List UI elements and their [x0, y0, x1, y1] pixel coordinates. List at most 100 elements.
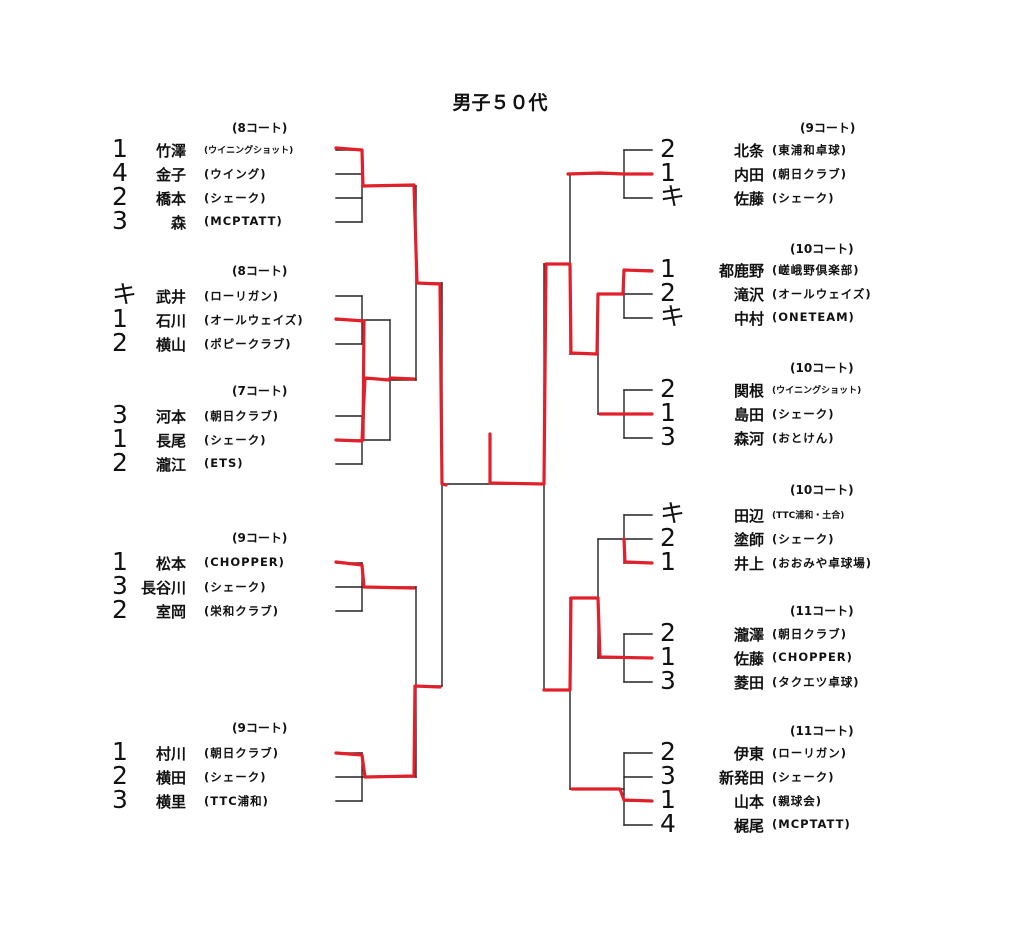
player-club: (CHOPPER) — [772, 650, 853, 664]
player-name: 横田 — [155, 769, 186, 787]
rank-mark: 3 — [112, 400, 128, 429]
player-club: (TTC浦和・土合) — [772, 511, 845, 521]
player-club: (朝日クラブ) — [204, 746, 280, 760]
player-club: (朝日クラブ) — [204, 409, 280, 423]
player-club: (ETS) — [204, 456, 244, 470]
player-name: 滝沢 — [733, 286, 764, 304]
rank-mark: 3 — [112, 571, 128, 600]
player-name: 中村 — [733, 310, 764, 328]
player-name: 瀧江 — [155, 456, 186, 474]
player-club: (おおみや卓球場) — [772, 556, 873, 570]
player-name: 伊東 — [733, 745, 764, 763]
player-club: (TTC浦和) — [204, 794, 269, 808]
court-label: (9コート) — [232, 531, 288, 545]
court-label: (10コート) — [790, 483, 854, 497]
rank-mark: 2 — [112, 328, 128, 357]
player-name: 関根 — [733, 382, 764, 400]
rank-mark: 1 — [660, 254, 676, 283]
rank-mark: 3 — [660, 666, 676, 695]
player-name: 竹澤 — [155, 142, 186, 160]
rank-mark: 4 — [660, 809, 676, 838]
rank-mark: 1 — [112, 737, 128, 766]
player-club: (ONETEAM) — [772, 310, 855, 324]
winner-path-l0 — [334, 146, 448, 487]
player-name: 横山 — [155, 336, 186, 354]
rank-mark: 2 — [660, 737, 676, 766]
court-label: (8コート) — [232, 121, 288, 135]
player-club: (ポピークラブ) — [204, 337, 292, 351]
player-club: (親球会) — [772, 794, 823, 808]
player-name: 佐藤 — [733, 190, 764, 208]
player-club: (ウイニングショット) — [772, 386, 862, 396]
winner-path-r9 — [542, 596, 654, 692]
player-name: 村川 — [155, 745, 186, 763]
rank-mark: 2 — [660, 134, 676, 163]
player-club: (シェーク) — [772, 770, 835, 784]
player-name: 井上 — [733, 555, 764, 573]
winner-path-l4 — [334, 684, 442, 779]
rank-mark: 2 — [112, 595, 128, 624]
court-label: (7コート) — [232, 384, 288, 398]
rank-mark: 1 — [660, 547, 676, 576]
bracket-title: 男子５０代 — [452, 92, 548, 114]
player-club: (朝日クラブ) — [772, 627, 848, 641]
winner-path-l2 — [334, 376, 416, 443]
rank-mark: 1 — [112, 304, 128, 333]
player-name: 新発田 — [718, 769, 764, 787]
rank-mark: 2 — [660, 278, 676, 307]
player-club: (ウイニングショット) — [204, 146, 294, 156]
player-name: 瀧澤 — [733, 626, 764, 644]
rank-mark: 1 — [660, 398, 676, 427]
rank-mark: 1 — [112, 547, 128, 576]
player-name: 橋本 — [155, 190, 186, 208]
player-club: (シェーク) — [772, 532, 835, 546]
player-name: 菱田 — [733, 674, 764, 692]
player-name: 内田 — [733, 166, 764, 184]
rank-mark: キ — [112, 280, 138, 309]
player-name: 横里 — [155, 793, 186, 811]
winner-path-r6 — [488, 262, 654, 486]
player-club: (MCPTATT) — [772, 817, 851, 831]
player-name: 島田 — [733, 406, 764, 424]
player-club: (東浦和卓球) — [772, 143, 848, 157]
player-club: (嵯峨野倶楽部) — [772, 263, 860, 277]
court-label: (9コート) — [232, 721, 288, 735]
player-name: 長谷川 — [140, 579, 186, 597]
player-club: (シェーク) — [204, 191, 267, 205]
player-club: (ウイング) — [204, 167, 267, 181]
player-club: (シェーク) — [772, 407, 835, 421]
rank-mark: 1 — [660, 158, 676, 187]
player-name: 武井 — [155, 288, 186, 306]
rank-mark: 1 — [112, 424, 128, 453]
player-name: 長尾 — [155, 432, 186, 450]
player-club: (シェーク) — [204, 580, 267, 594]
player-club: (ローリガン) — [772, 746, 848, 760]
winner-path-r5 — [566, 171, 654, 176]
rank-mark: キ — [660, 499, 686, 528]
rank-mark: キ — [660, 302, 686, 331]
rank-mark: 2 — [112, 761, 128, 790]
rank-mark: 1 — [660, 642, 676, 671]
player-name: 都鹿野 — [718, 262, 764, 280]
player-name: 森河 — [733, 430, 764, 448]
player-club: (おとけん) — [772, 431, 835, 445]
player-name: 室岡 — [155, 603, 186, 621]
rank-mark: 2 — [660, 618, 676, 647]
player-club: (オールウェイズ) — [772, 287, 872, 301]
player-club: (タクエツ卓球) — [772, 675, 860, 689]
player-club: (シェーク) — [772, 191, 835, 205]
winner-path-l3 — [334, 560, 416, 590]
player-club: (朝日クラブ) — [772, 167, 848, 181]
rank-mark: キ — [660, 182, 686, 211]
court-label: (8コート) — [232, 264, 288, 278]
player-club: (MCPTATT) — [204, 214, 283, 228]
player-name: 金子 — [155, 166, 186, 184]
winner-path-r8 — [622, 537, 654, 565]
player-name: 山本 — [733, 793, 764, 811]
rank-mark: 1 — [112, 134, 128, 163]
rank-mark: 2 — [660, 523, 676, 552]
player-club: (CHOPPER) — [204, 555, 285, 569]
player-club: (オールウェイズ) — [204, 313, 304, 327]
rank-mark: 1 — [660, 785, 676, 814]
rank-mark: 2 — [112, 448, 128, 477]
